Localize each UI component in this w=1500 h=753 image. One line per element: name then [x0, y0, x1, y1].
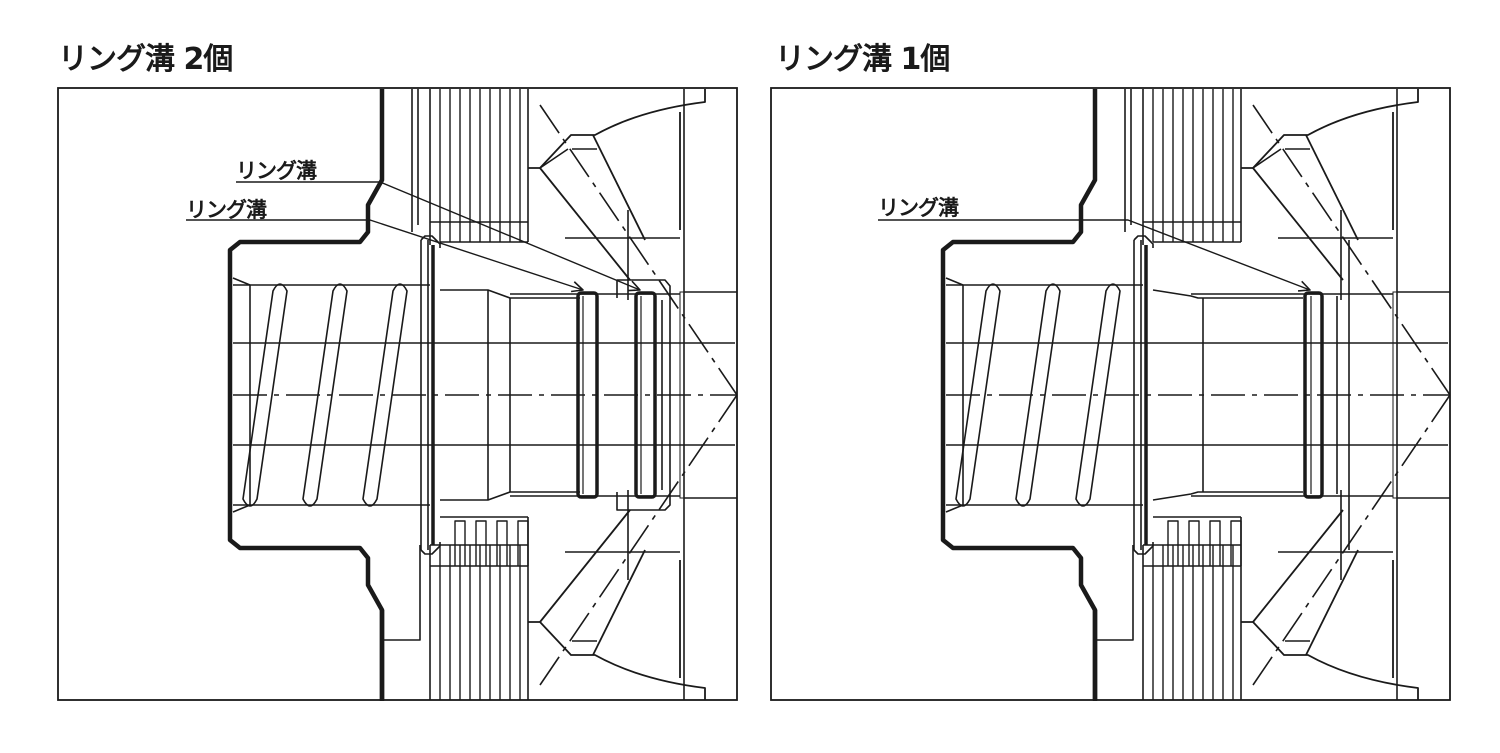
stack-tooth: [1167, 520, 1179, 566]
leader-line: [186, 219, 584, 291]
cone-side-bottom: [539, 509, 631, 623]
housing-contour-thick: [940, 89, 1098, 701]
stack-tooth: [1230, 520, 1242, 566]
leader-line: [236, 181, 641, 291]
callout-ring-groove-upper: リング溝: [236, 159, 317, 183]
stem-chamfer: [232, 277, 251, 286]
stack-tooth: [454, 520, 466, 566]
housing-contour-thick: [227, 89, 385, 701]
stack-tooth: [475, 520, 487, 566]
thread-coil: [242, 283, 288, 507]
leader-line: [878, 219, 1311, 291]
cone-inner-top: [1252, 148, 1282, 169]
bore-top: [440, 289, 580, 299]
bore-bottom: [1152, 491, 1303, 501]
leader-arrowhead: [627, 280, 641, 292]
leader-arrowhead: [1297, 280, 1311, 292]
panel-title-two-grooves: リング溝 2個: [58, 42, 233, 77]
cone-side-top: [539, 167, 631, 281]
drawing-panel-two-grooves: [57, 87, 738, 701]
cone-side-bottom: [1252, 509, 1344, 623]
cone-outer-top: [1241, 89, 1419, 169]
cone-side-bottom2: [592, 549, 646, 656]
housing-inner-line: [383, 545, 421, 641]
thread-coil: [1075, 283, 1121, 507]
stack-tooth: [496, 520, 508, 566]
thread-coil: [1015, 283, 1061, 507]
bore-top: [1152, 289, 1303, 299]
stem-chamfer: [232, 504, 251, 513]
cone-outer-bottom: [528, 621, 706, 700]
cone-inner-top: [539, 148, 569, 169]
cone-axis-top: [1252, 104, 1451, 396]
drawing-panel-one-groove: [770, 87, 1451, 701]
callout-ring-groove-lower: リング溝: [186, 198, 267, 222]
washer-corner: [1133, 235, 1154, 248]
stack-tooth: [517, 520, 529, 566]
thread-coil: [955, 283, 1001, 507]
stem-chamfer: [945, 277, 964, 286]
cone-axis-bottom: [1252, 394, 1451, 686]
housing-inner-line: [1096, 545, 1134, 641]
bore-bottom: [440, 491, 580, 501]
stack-tooth: [1188, 520, 1200, 566]
cone-outer-bottom: [1241, 621, 1419, 700]
panel-title-one-groove: リング溝 1個: [775, 42, 950, 77]
thread-coil: [302, 283, 348, 507]
cone-side-top: [1252, 167, 1344, 281]
cone-side-top2: [1305, 134, 1359, 241]
stack-tooth: [1209, 520, 1221, 566]
cone-outer-top: [528, 89, 706, 169]
drawing-frame: [770, 87, 1451, 701]
cone-side-bottom2: [1305, 549, 1359, 656]
cone-side-top2: [592, 134, 646, 241]
thread-coil: [362, 283, 408, 507]
leader-arrowhead: [570, 281, 584, 293]
cone-axis-bottom: [539, 394, 738, 686]
stem-chamfer: [945, 504, 964, 513]
callout-ring-groove: リング溝: [878, 196, 959, 220]
cone-axis-top: [539, 104, 738, 396]
